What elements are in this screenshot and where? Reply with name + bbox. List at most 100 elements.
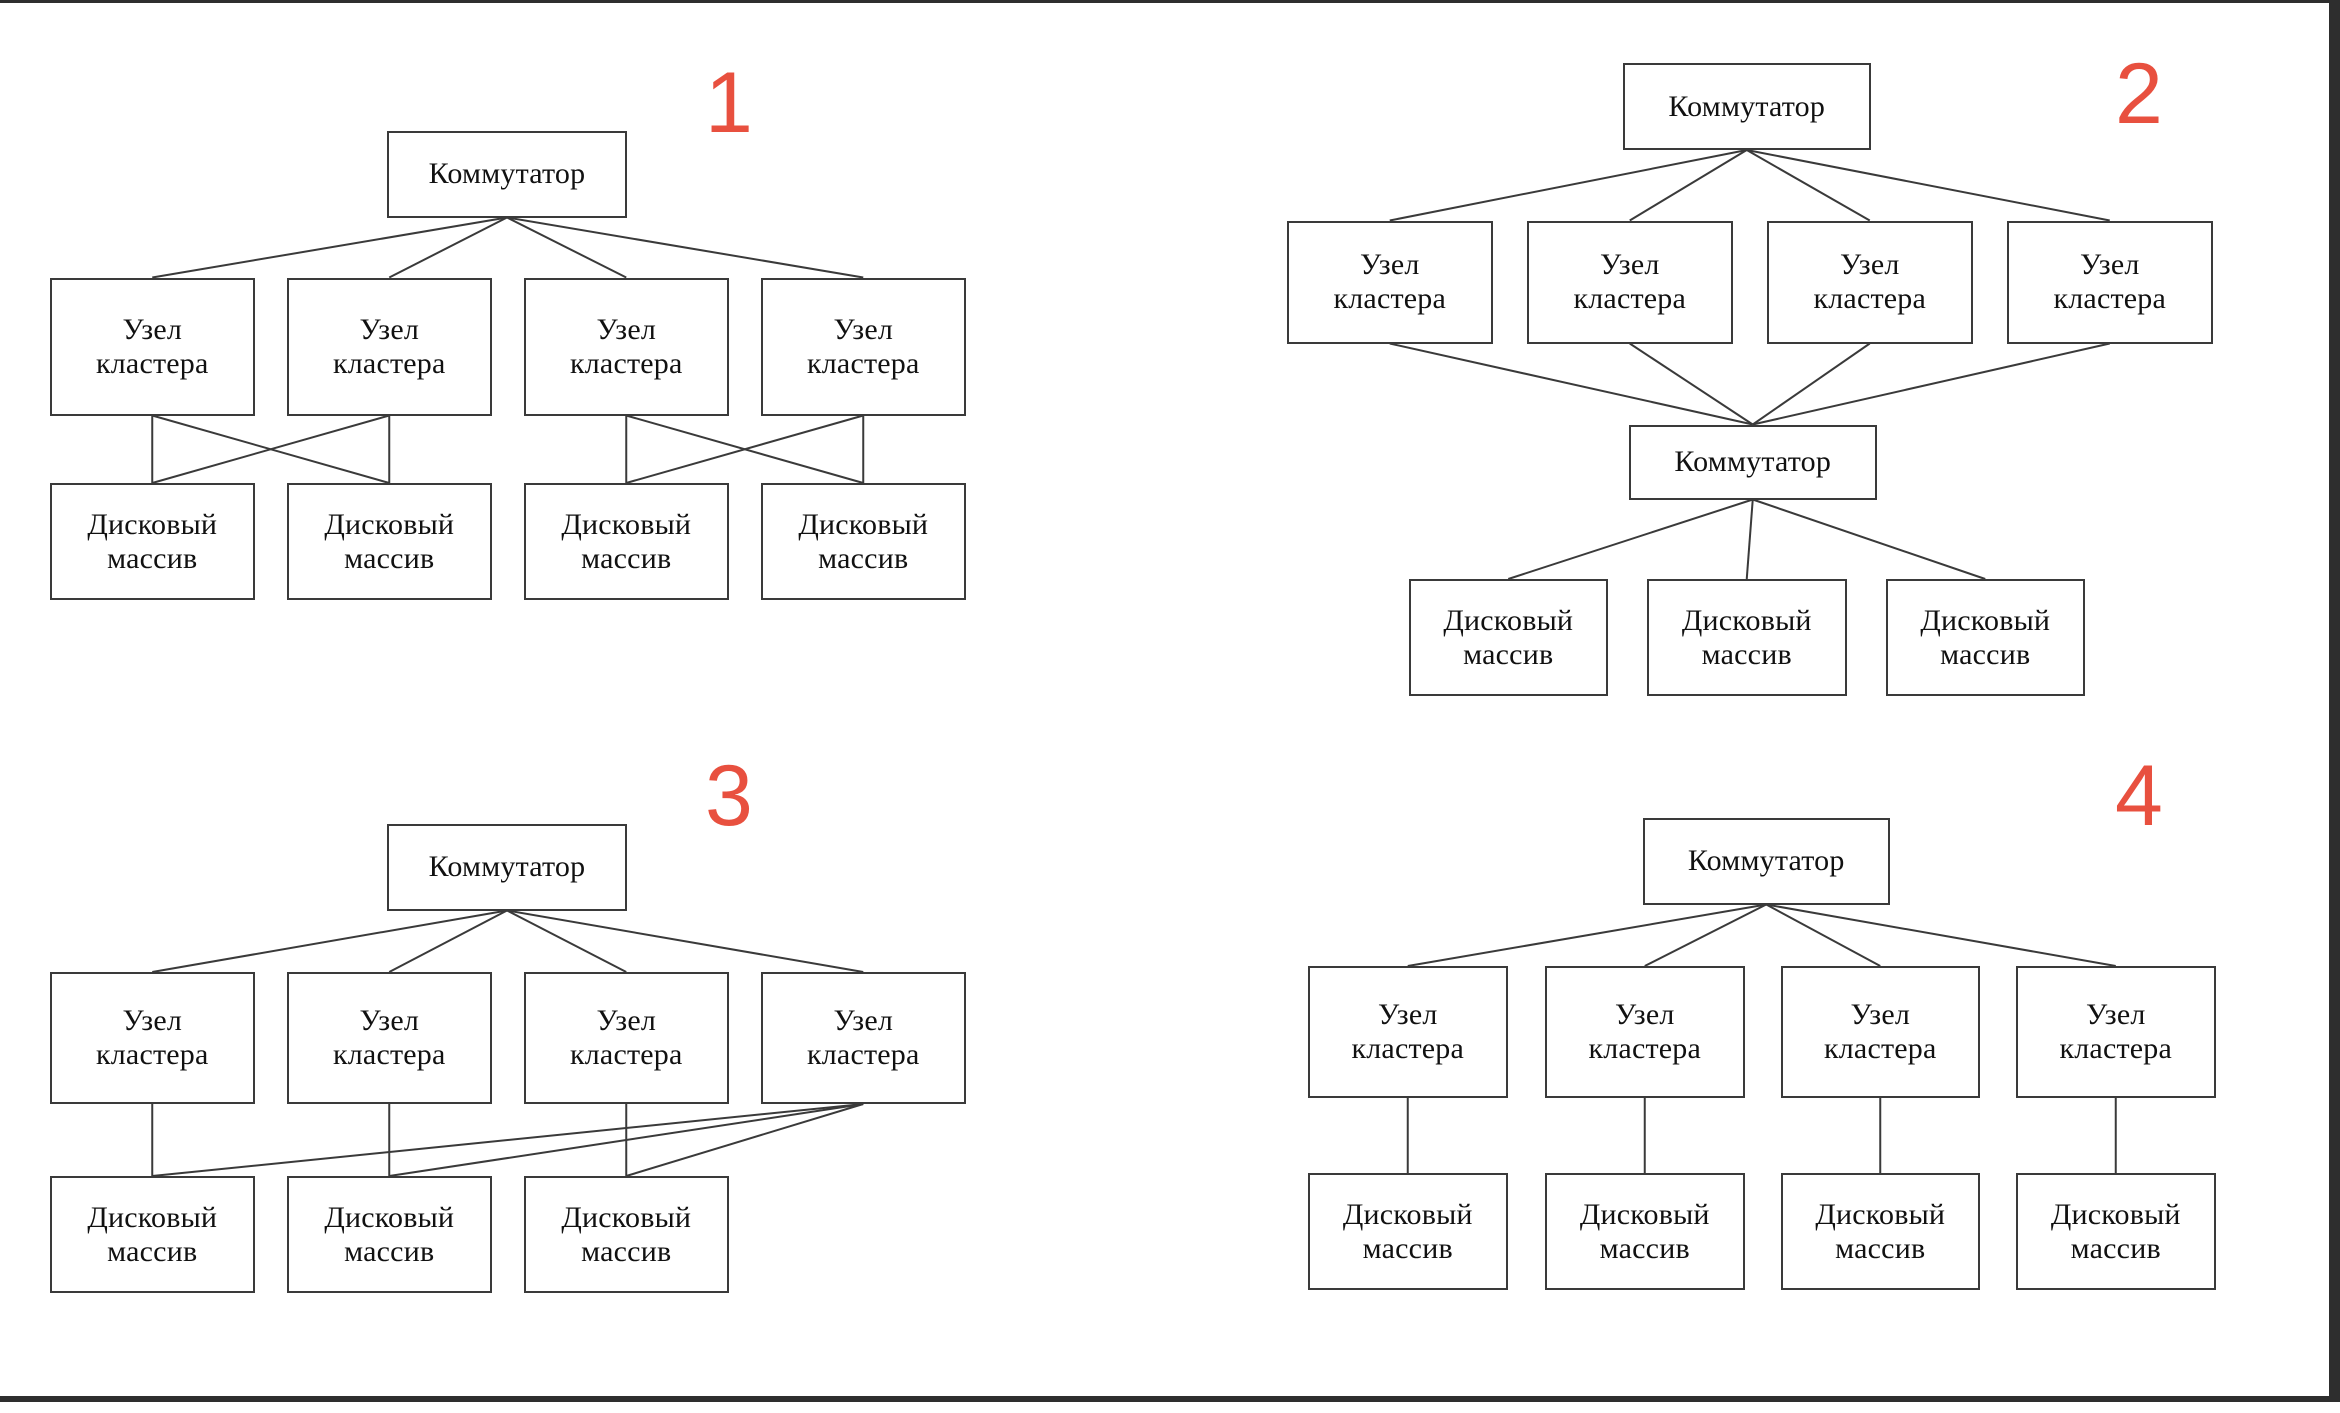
disk-array-box-label: массив — [581, 1234, 672, 1268]
disk-array-box-label: массив — [581, 541, 672, 575]
disk-array-box-label: Дисковый — [87, 1200, 218, 1234]
switch-box[interactable]: Коммутатор — [387, 823, 627, 911]
disk-array-box-label: Дисковый — [2050, 1197, 2181, 1231]
cluster-node-box-label: кластера — [806, 346, 920, 380]
diagram-number-label: 3 — [705, 748, 753, 844]
connector-line — [1746, 149, 1871, 222]
disk-array-box-label: массив — [1701, 637, 1792, 671]
disk-array-box-label: массив — [344, 541, 435, 575]
disk-array-box-label: Дисковый — [798, 507, 929, 541]
cluster-node-box-label: кластера — [569, 1038, 683, 1071]
connector-line — [151, 414, 390, 484]
switch-box[interactable]: Коммутатор — [1623, 63, 1871, 150]
switch-box[interactable]: Коммутатор — [387, 130, 627, 218]
disk-array-box-label: Дисковый — [1579, 1197, 1710, 1231]
connector-layer — [151, 909, 864, 1177]
connector-line — [506, 216, 864, 279]
cluster-node-box-label: Узел — [1839, 248, 1900, 282]
connector-line — [1629, 342, 1754, 426]
disk-array-box-label: массив — [344, 1234, 435, 1268]
cluster-node-box-label: кластера — [332, 1038, 446, 1071]
connector-line — [1507, 498, 1754, 580]
cluster-node-box-label: кластера — [1813, 282, 1927, 315]
cluster-node-box-label: кластера — [806, 1038, 920, 1071]
connector-line — [1407, 903, 1767, 967]
connector-line — [1745, 499, 1754, 580]
connector-line — [389, 1103, 864, 1177]
switch-box-label: Коммутатор — [1674, 445, 1832, 479]
connector-line — [388, 909, 508, 973]
cluster-node-box-label: кластера — [95, 1038, 209, 1071]
switch-box[interactable]: Коммутатор — [1629, 424, 1877, 500]
connector-line — [1752, 342, 1871, 426]
connector-line — [1644, 903, 1767, 967]
cluster-node-box-label: Узел — [596, 1004, 657, 1038]
connector-line — [152, 216, 508, 279]
cluster-node-box-label: кластера — [2059, 1032, 2173, 1065]
cluster-node-box-label: кластера — [1333, 282, 1447, 315]
connector-line — [506, 216, 627, 279]
disk-array-box-label: массив — [1835, 1231, 1926, 1265]
cluster-node-box-label: Узел — [1599, 248, 1660, 282]
cluster-node-box-label: Узел — [596, 312, 657, 346]
disk-array-box-label: массив — [1362, 1231, 1453, 1265]
connector-line — [625, 1103, 864, 1177]
cluster-node-box-label: Узел — [1850, 998, 1911, 1032]
connector-layer — [1406, 903, 2117, 1173]
connector-layer — [151, 216, 865, 484]
cluster-node-box-label: Узел — [359, 1004, 420, 1038]
disk-array-box-label: массив — [1940, 637, 2031, 671]
disk-array-box-label: Дисковый — [1815, 1197, 1946, 1231]
cluster-node-box-label: Узел — [1359, 248, 1420, 282]
cluster-node-box-label: Узел — [1614, 998, 1675, 1032]
switch-box[interactable]: Коммутатор — [1642, 817, 1890, 905]
disk-array-box-label: Дисковый — [1342, 1197, 1473, 1231]
cluster-node-box-label: Узел — [359, 312, 420, 346]
disk-array-box-label: Дисковый — [87, 507, 218, 541]
cluster-node-box-label: кластера — [1588, 1032, 1702, 1065]
disk-array-box-label: массив — [1599, 1231, 1690, 1265]
cluster-node-box-label: Узел — [122, 312, 183, 346]
diagram-number-label: 2 — [2115, 46, 2163, 142]
connector-line — [1389, 342, 1753, 426]
connector-line — [506, 909, 864, 973]
connector-line — [506, 909, 627, 973]
cluster-node-box-label: Узел — [2079, 248, 2140, 282]
cluster-node-box-label: Узел — [833, 1004, 894, 1038]
cluster-node-box-label: кластера — [1573, 282, 1687, 315]
